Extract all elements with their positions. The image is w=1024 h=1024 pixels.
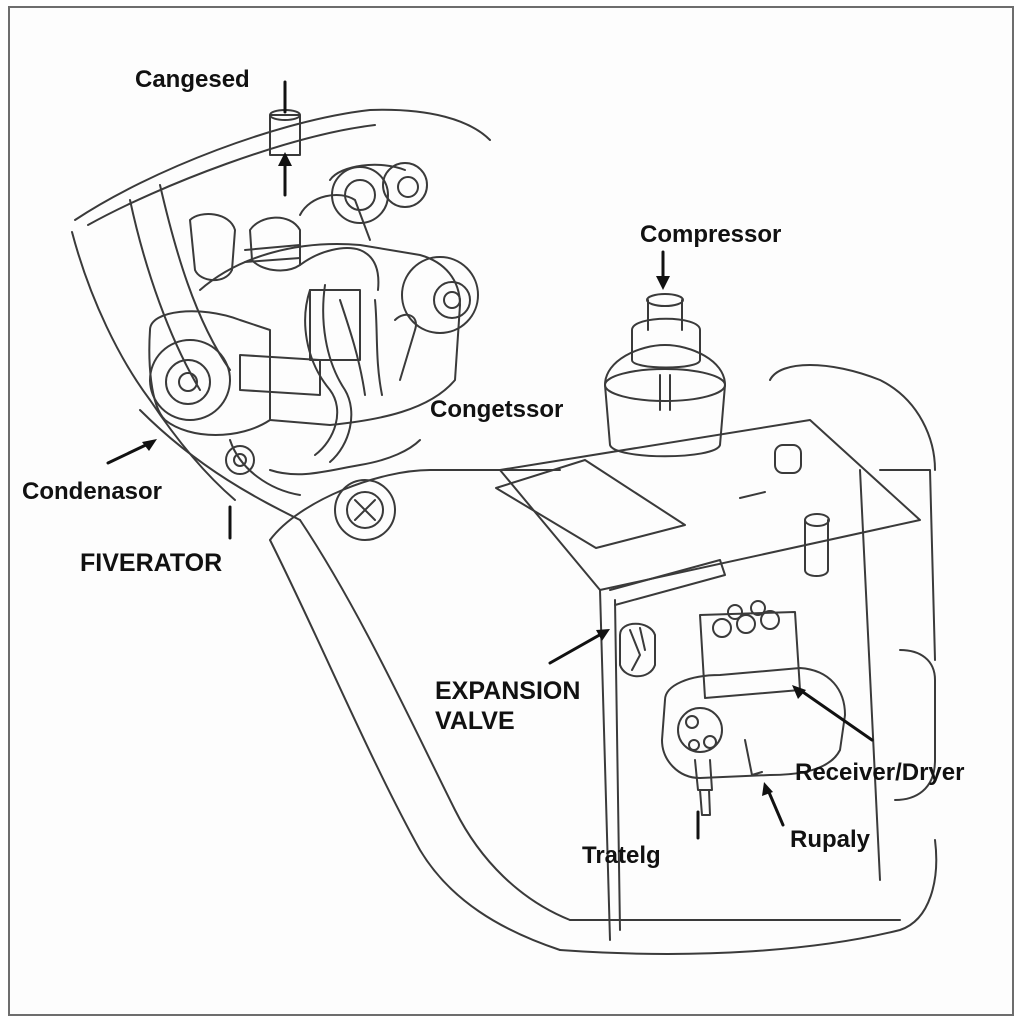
leader-lines [106, 80, 874, 840]
right-box-housing [495, 364, 936, 941]
label-cangesed: Cangesed [135, 66, 250, 93]
arrowheads [142, 152, 806, 796]
expansion-valve-fitting [619, 622, 656, 678]
engine-compressor-assembly [148, 162, 479, 541]
label-trateig: Tratelg [582, 842, 661, 869]
label-receiver-dryer: Receiver/Dryer [795, 759, 965, 786]
label-rupaly: Rupaly [790, 826, 871, 853]
label-expansion-valve-line2: VALVE [435, 707, 515, 735]
label-fiverator: FIVERATOR [80, 549, 223, 577]
diagram-frame [8, 6, 1014, 1016]
left-fender-housing [71, 108, 491, 521]
lower-body-fender [269, 469, 938, 955]
label-congetssor: Congetssor [430, 396, 564, 423]
compressor-unit [604, 293, 726, 458]
label-compressor: Compressor [640, 221, 782, 248]
label-condenasor: Condenasor [22, 478, 163, 505]
label-expansion-valve-line1: EXPANSION [435, 677, 581, 705]
